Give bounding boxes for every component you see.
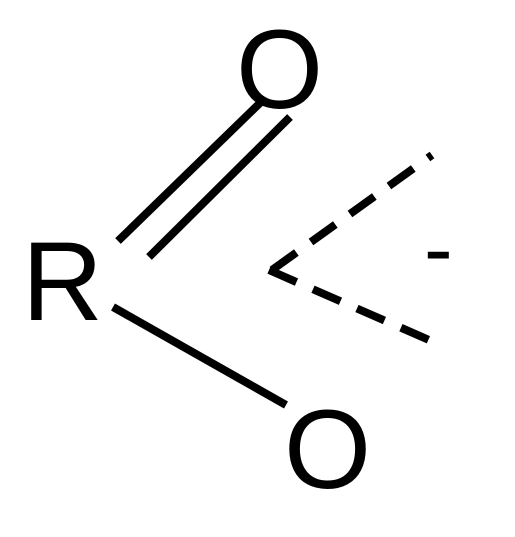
atom-o-top-label: O xyxy=(236,7,323,132)
negative-charge-label: - xyxy=(424,201,453,297)
dashed-resonance-line-upper xyxy=(269,151,435,274)
double-bond-line-1 xyxy=(115,98,265,244)
atom-o-bottom-label: O xyxy=(284,387,371,512)
single-bond-line xyxy=(111,303,288,409)
dashed-resonance-line-lower xyxy=(267,266,431,344)
double-bond-line-2 xyxy=(146,114,293,260)
atom-r-label: R xyxy=(22,219,103,344)
